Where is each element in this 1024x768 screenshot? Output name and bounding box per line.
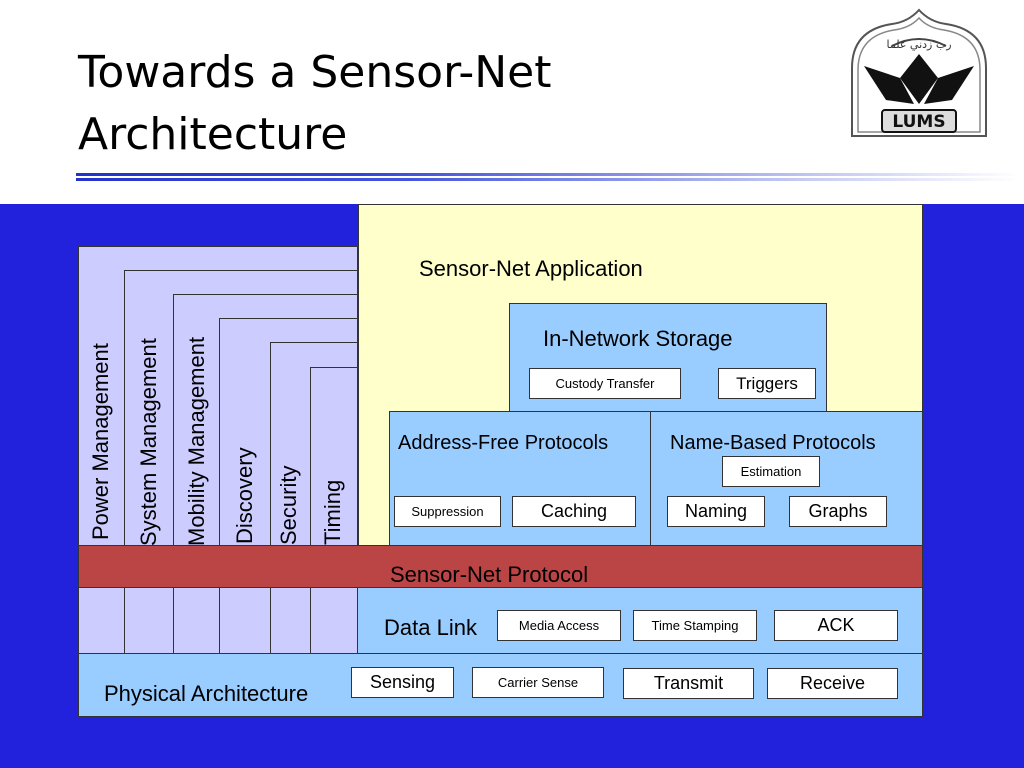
- slide-title-line2: Architecture: [78, 109, 348, 160]
- in-network-storage-label: In-Network Storage: [543, 326, 733, 351]
- physical-label: Physical Architecture: [104, 681, 309, 706]
- protocol-label: Sensor-Net Protocol: [390, 562, 589, 587]
- lums-logo: رب زدني علما LUMS: [842, 8, 996, 142]
- slide-title-line1: Towards a Sensor-Net: [78, 47, 552, 98]
- address-free-label: Address-Free Protocols: [398, 432, 609, 454]
- triggers-box: Triggers: [718, 368, 816, 399]
- estimation-box: Estimation: [722, 456, 820, 487]
- suppression-box: Suppression: [394, 496, 501, 527]
- media-access-box: Media Access: [497, 610, 621, 641]
- application-label: Sensor-Net Application: [419, 256, 643, 281]
- time-stamping-box: Time Stamping: [633, 610, 757, 641]
- title-rule-2: [76, 178, 1020, 181]
- transmit-box: Transmit: [623, 668, 754, 699]
- custody-transfer-box: Custody Transfer: [529, 368, 681, 399]
- caching-box: Caching: [512, 496, 636, 527]
- logo-arabic-text: رب زدني علما: [886, 38, 951, 51]
- graphs-box: Graphs: [789, 496, 887, 527]
- receive-box: Receive: [767, 668, 898, 699]
- management-panel: [78, 246, 358, 546]
- data-link-label: Data Link: [384, 615, 477, 640]
- management-lower-panel: [78, 587, 358, 654]
- logo-text: LUMS: [892, 112, 945, 132]
- naming-box: Naming: [667, 496, 765, 527]
- column-system-management: System Management: [136, 338, 161, 546]
- column-discovery: Discovery: [232, 447, 257, 544]
- ack-box: ACK: [774, 610, 898, 641]
- slide-title: Towards a Sensor-Net Architecture: [78, 42, 552, 166]
- column-timing: Timing: [320, 479, 345, 545]
- name-based-label: Name-Based Protocols: [670, 432, 876, 454]
- column-security: Security: [276, 465, 301, 545]
- carrier-sense-box: Carrier Sense: [472, 667, 604, 698]
- column-mobility-management: Mobility Management: [184, 336, 209, 546]
- title-rule-1: [76, 173, 1020, 176]
- sensing-box: Sensing: [351, 667, 454, 698]
- column-power-management: Power Management: [88, 343, 113, 540]
